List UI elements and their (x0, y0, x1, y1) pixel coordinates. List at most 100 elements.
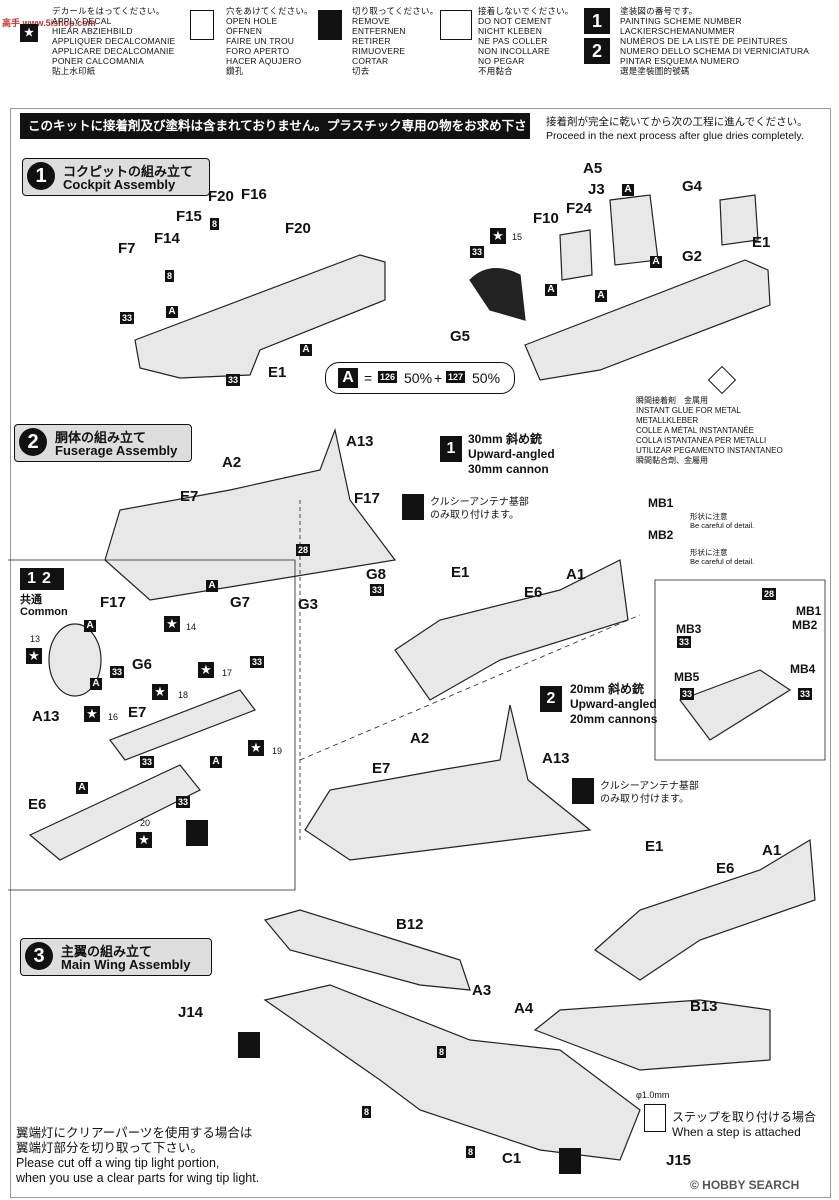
label-a4: A4 (514, 1000, 534, 1017)
cut-icon (186, 820, 208, 846)
label-mb1-detail: MB1 (648, 496, 674, 510)
tag-8: 8 (466, 1146, 476, 1158)
part-g4 (719, 194, 759, 246)
step-3-title-jp: 主翼の組み立て (61, 944, 153, 959)
step-2-title-jp: 胴体の組み立て (55, 430, 147, 445)
color-pct-1: 50% (404, 370, 433, 386)
legend-line: 穴をあけてください。 (226, 6, 313, 16)
cut-icon (559, 1148, 581, 1174)
label-e6: E6 (524, 584, 543, 601)
instruction-frame (10, 108, 831, 1198)
legend-line: NUMÉROS DE LA LISTE DE PEINTURES (620, 36, 788, 46)
tag-a: A (206, 580, 218, 592)
legend-line: PINTAR ESQUEMA NUMERO (620, 56, 740, 66)
step-2-title-en: Fuserage Assembly (55, 443, 178, 458)
legend-line: HACER AQUJERO (226, 56, 302, 66)
tag-33: 33 (370, 584, 385, 596)
tag-33: 33 (110, 666, 125, 678)
label-e7-inset: E7 (128, 704, 147, 721)
part-j3 (609, 194, 659, 266)
decal-num: 13 (30, 634, 41, 644)
glue-line: COLLA ISTANTANEA PER METALLI (636, 436, 767, 445)
label-mb2: MB2 (792, 618, 818, 632)
cockpit-floor-left (134, 254, 386, 379)
label-g4: G4 (682, 178, 703, 195)
tag-8: 8 (210, 218, 220, 230)
decal-star-icon: ★ (26, 648, 42, 664)
label-a2-b: A2 (410, 730, 430, 747)
legend-line: 貼上水印紙 (52, 66, 96, 76)
label-e7: E7 (180, 488, 199, 505)
antenna-line: のみ取り付けます。 (430, 510, 519, 521)
glue-note-en: Proceed in the next process after glue d… (546, 130, 804, 142)
decal-star-icon: ★ (248, 740, 264, 756)
step-1-header: 1 コクピットの組み立て Cockpit Assembly (22, 158, 210, 196)
scheme-1-en1: Upward-angled (468, 447, 555, 461)
label-f20-a: F20 (208, 188, 234, 205)
legend-line: PAINTING SCHEME NUMBER (620, 16, 742, 26)
legend-line: FAIRE UN TROU (226, 36, 295, 46)
tag-33: 33 (680, 688, 695, 700)
legend-line: NON INCOLLARE (478, 46, 551, 56)
scheme-2-jp: 20mm 斜め銃 (570, 682, 645, 696)
instant-glue-note: 瞬間接着剤 金属用 INSTANT GLUE FOR METAL METALLK… (636, 396, 783, 466)
label-a13: A13 (346, 433, 374, 450)
label-f16: F16 (241, 186, 267, 203)
part-f10 (559, 229, 593, 281)
inset-e6 (28, 764, 201, 861)
detail-line: 形状に注意 (690, 548, 728, 557)
label-e6-b: E6 (716, 860, 735, 877)
tag-a: A (622, 184, 634, 196)
tag-33: 33 (470, 246, 485, 258)
mb-inset-border (654, 579, 826, 761)
common-en: Common (20, 606, 68, 618)
part-g5 (469, 268, 526, 321)
legend-line: 接着しないでください。 (478, 6, 574, 16)
tag-8: 8 (165, 270, 175, 282)
credit: © HOBBY SEARCH (690, 1178, 800, 1192)
tag-8: 8 (362, 1106, 372, 1118)
label-a2: A2 (222, 454, 242, 471)
label-a3: A3 (472, 982, 492, 999)
legend-line: 切り取ってください。 (352, 6, 439, 16)
fuselage-upper-left-2 (304, 704, 592, 861)
scheme-1-en2: 30mm cannon (468, 462, 549, 476)
step-1-title-jp: コクピットの組み立て (63, 164, 194, 179)
legend-line: 選是塗裝圖的號碼 (620, 66, 690, 76)
wing-c1 (263, 984, 641, 1161)
no-glue-icon (440, 10, 472, 40)
fuselage-lower-right (394, 559, 629, 701)
fuselage-lower-right-2 (594, 838, 816, 981)
glue-line: UTILIZAR PEGAMENTO INSTANTANEO (636, 446, 783, 455)
label-a1: A1 (566, 566, 586, 583)
antenna-line: のみ取り付けます。 (600, 794, 689, 805)
label-a1-b: A1 (762, 842, 782, 859)
step-3-number: 3 (25, 942, 53, 970)
detail-note-mb1: 形状に注意 Be careful of detail. (690, 512, 754, 530)
watermark-text: 高手 www.5ishop.com (2, 18, 96, 28)
decal-num: 15 (512, 232, 523, 242)
color-plus: + (434, 370, 443, 386)
label-f10: F10 (533, 210, 559, 227)
common-label: 共通 Common (20, 594, 68, 618)
label-mb1: MB1 (796, 604, 822, 618)
label-e1-a: E1 (752, 234, 771, 251)
label-j15: J15 (666, 1152, 692, 1169)
legend-line: 不用黏合 (478, 66, 513, 76)
label-j3: J3 (588, 181, 605, 198)
glue-line: 瞬間接着剤 金属用 (636, 396, 708, 405)
label-mb2-detail: MB2 (648, 528, 674, 542)
step-diameter: φ1.0mm (636, 1090, 670, 1100)
antenna-line: クルシーアンテナ基部 (430, 497, 529, 508)
label-f14: F14 (154, 230, 180, 247)
legend-line: DO NOT CEMENT (478, 16, 552, 26)
color-code-1: 126 (378, 371, 398, 383)
step-3-header: 3 主翼の組み立て Main Wing Assembly (20, 938, 212, 976)
tag-33: 33 (176, 796, 191, 808)
step-note-jp: ステップを取り付ける場合 (672, 1110, 817, 1124)
inset-e7 (109, 689, 256, 761)
legend-line: APPLIQUER DECALCOMANIE (52, 36, 176, 46)
drill-icon (644, 1104, 666, 1132)
label-g7: G7 (230, 594, 251, 611)
